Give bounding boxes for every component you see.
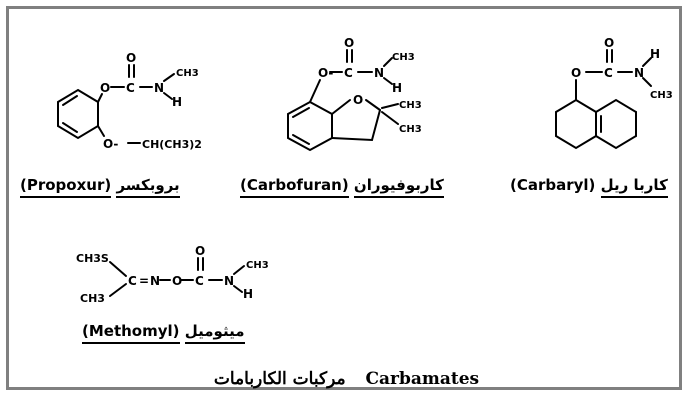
carbaryl-atom-c: C xyxy=(604,66,613,80)
methomyl-atom-o1: O xyxy=(172,274,182,288)
propoxur-atom-o-top: O xyxy=(126,51,136,65)
label-propoxur-english: (Propoxur) xyxy=(20,176,112,198)
carbofuran-bond-ch3-2 xyxy=(381,111,399,125)
propoxur-atom-o: O xyxy=(100,81,110,95)
carbofuran-db-2 xyxy=(292,134,310,145)
carbofuran-benzene-ring xyxy=(287,100,333,152)
methomyl-structure xyxy=(109,257,245,297)
label-methomyl-english: (Methomyl) xyxy=(82,322,180,344)
carbofuran-db-1 xyxy=(292,107,310,118)
caption-english: Carbamates xyxy=(365,369,480,389)
methomyl-bond-nh xyxy=(233,285,243,293)
label-carbaryl-arabic: كاربا ريل xyxy=(600,176,668,198)
carbofuran-structure xyxy=(287,49,399,152)
carbofuran-bond-nh xyxy=(383,77,393,85)
carbofuran-bond-o-c xyxy=(365,99,381,111)
methomyl-bond-ch3-c xyxy=(109,283,127,297)
label-methomyl: (Methomyl) ميثوميل xyxy=(82,322,245,344)
carbofuran-atom-o-top: O xyxy=(344,36,354,50)
methomyl-atom-n2: N xyxy=(224,274,234,288)
label-carbaryl: (Carbaryl) كاربا ريل xyxy=(510,176,668,198)
label-carbofuran-english: (Carbofuran) xyxy=(240,176,349,198)
label-propoxur-arabic: بروبكسر xyxy=(116,176,180,198)
carbofuran-atom-o-minus: O- xyxy=(318,66,333,80)
carbaryl-bond-nh xyxy=(642,57,652,67)
carbaryl-atom-o-top: O xyxy=(604,36,614,50)
carbaryl-ring-left xyxy=(555,98,597,150)
carbofuran-bond-nch3 xyxy=(383,57,393,67)
carbofuran-atom-ch3-b: CH3 xyxy=(399,124,422,135)
propoxur-bond-nh xyxy=(163,92,173,100)
methomyl-atom-h: H xyxy=(243,287,253,301)
propoxur-db-2 xyxy=(62,122,78,133)
methomyl-atom-c1: C xyxy=(128,274,137,288)
carbofuran-atom-c: C xyxy=(344,66,353,80)
methomyl-atom-ch3s: CH3S xyxy=(76,252,109,265)
carbaryl-ring-right xyxy=(595,98,637,150)
label-propoxur: (Propoxur) بروبكسر xyxy=(20,176,180,198)
propoxur-atom-c: C xyxy=(126,81,135,95)
figure-caption: مركبات الكاربامات Carbamates xyxy=(0,369,693,389)
carbofuran-bond-o xyxy=(309,79,321,103)
propoxur-bond-o2 xyxy=(97,125,105,137)
carbofuran-ring-bottom xyxy=(331,109,381,142)
label-carbaryl-english: (Carbaryl) xyxy=(510,176,596,194)
methomyl-bond-s-c xyxy=(109,261,127,277)
carbofuran-atom-ring-o: O xyxy=(353,93,363,107)
label-carbofuran-arabic: كاربوفيوران xyxy=(353,176,444,198)
methomyl-atom-o-top: O xyxy=(195,244,205,258)
propoxur-bond-o1 xyxy=(97,93,103,103)
label-carbofuran: (Carbofuran) كاربوفيوران xyxy=(240,176,444,198)
carbaryl-bond-nch3 xyxy=(642,77,652,87)
carbaryl-structure xyxy=(555,49,652,150)
carbofuran-bond-ch3-1 xyxy=(381,103,399,109)
methomyl-bond-nch3 xyxy=(233,265,245,275)
propoxur-atom-h: H xyxy=(172,95,182,109)
methomyl-atom-ch3-left: CH3 xyxy=(80,292,105,305)
propoxur-benzene-ring xyxy=(57,88,99,140)
propoxur-bond-nch3 xyxy=(163,73,175,82)
carbofuran-atom-ch3-a: CH3 xyxy=(399,100,422,111)
propoxur-atom-isopropyl: CH(CH3)2 xyxy=(142,138,202,151)
propoxur-atom-n: N xyxy=(154,81,164,95)
carbofuran-atom-n: N xyxy=(374,66,384,80)
methomyl-atom-ch3-right: CH3 xyxy=(246,260,269,271)
label-methomyl-arabic: ميثوميل xyxy=(184,322,245,344)
carbaryl-atom-n: N xyxy=(634,66,644,80)
carbofuran-bond-ring-o xyxy=(331,99,351,115)
methomyl-atom-n1: N xyxy=(150,274,160,288)
carbofuran-atom-h: H xyxy=(392,81,402,95)
methomyl-atom-c2: C xyxy=(195,274,204,288)
carbaryl-atom-h: H xyxy=(650,47,660,61)
propoxur-structure xyxy=(57,64,175,144)
propoxur-atom-ch3: CH3 xyxy=(176,68,199,79)
propoxur-db-1 xyxy=(62,95,78,106)
caption-arabic: مركبات الكاربامات xyxy=(213,369,346,389)
carbofuran-atom-ch3: CH3 xyxy=(392,52,415,63)
carbaryl-atom-o: O xyxy=(571,66,581,80)
propoxur-atom-o-minus: O- xyxy=(103,137,118,151)
methomyl-atom-eq: = xyxy=(139,274,149,288)
carbaryl-atom-ch3: CH3 xyxy=(650,90,673,101)
figure-frame xyxy=(6,6,682,390)
